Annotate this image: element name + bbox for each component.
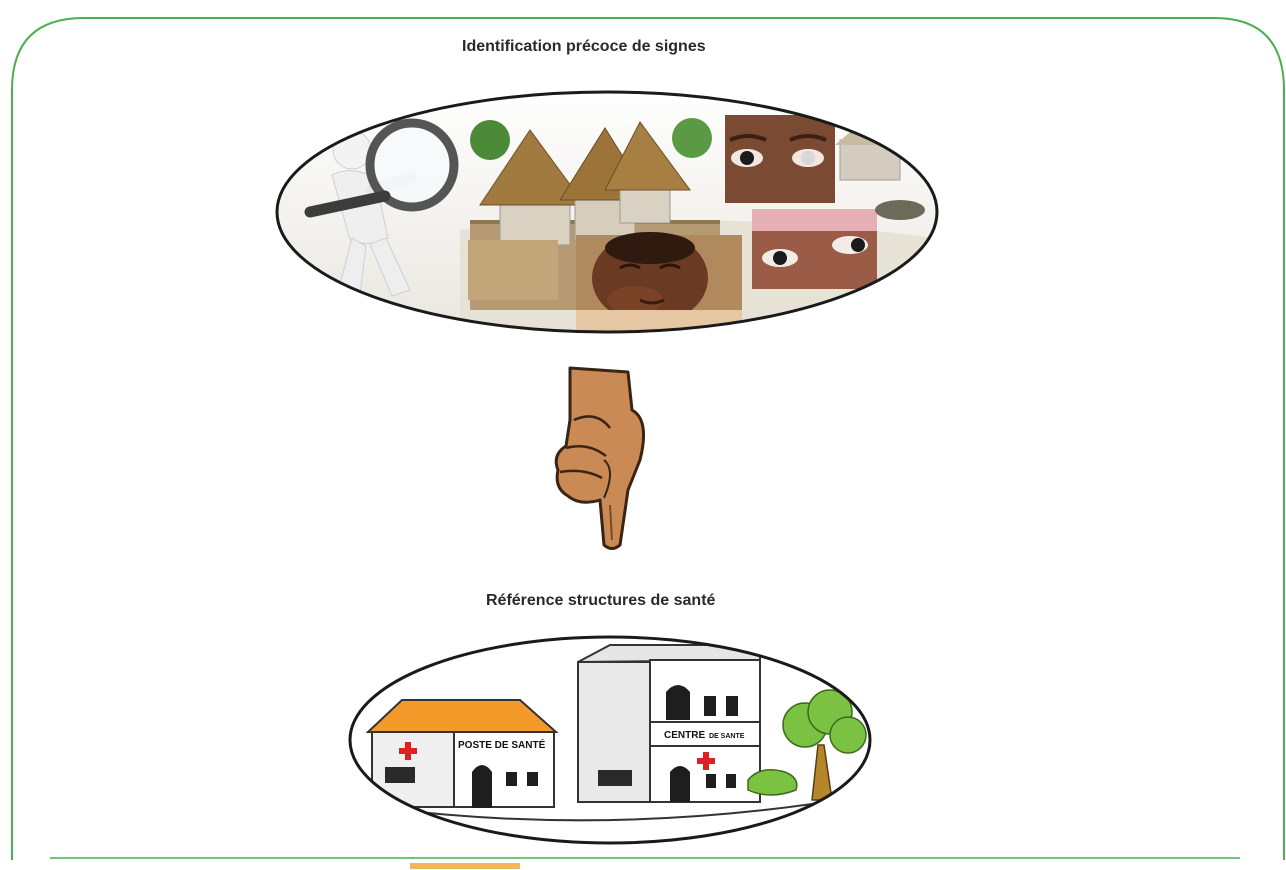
identification-illustration xyxy=(270,85,950,340)
pointing-down-hand-icon xyxy=(556,368,643,549)
poste-de-sante-building xyxy=(368,700,556,808)
identification-heading: Identification précoce de signes xyxy=(462,38,706,56)
orange-strip xyxy=(410,863,520,869)
poste-de-sante-label: POSTE DE SANTÉ xyxy=(458,738,546,751)
centre-de-sante-label-b: DE SANTE xyxy=(709,733,745,740)
health-structures-heading: Référence structures de santé xyxy=(486,592,715,610)
centre-de-sante-building xyxy=(578,645,760,802)
centre-de-sante-label-a: CENTRE xyxy=(664,730,705,741)
bush xyxy=(748,770,797,795)
eyes-leukocoria-photo xyxy=(725,115,835,203)
eyes-strabismus-photo xyxy=(752,209,877,289)
child-swelling-photo xyxy=(576,232,742,335)
